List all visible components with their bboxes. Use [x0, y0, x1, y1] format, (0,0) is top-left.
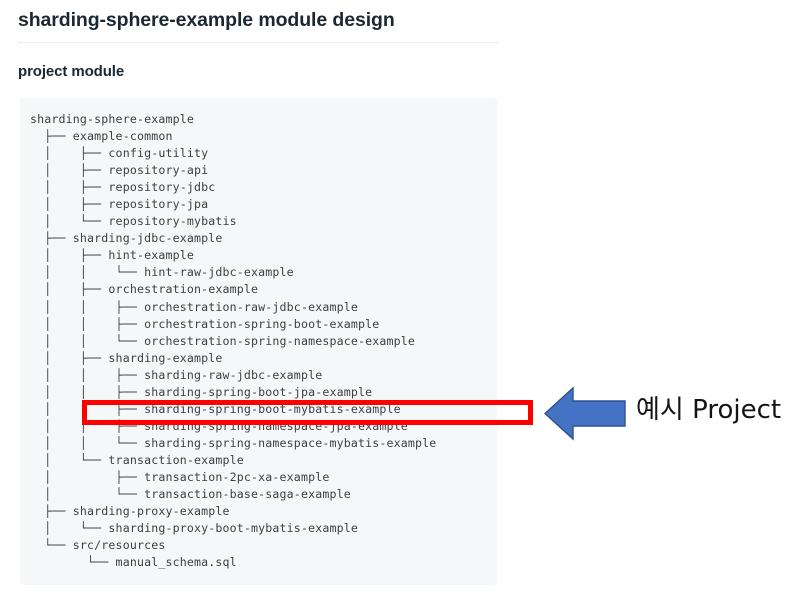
- annotation-label: 예시 Project: [636, 395, 782, 425]
- section-title: project module: [18, 63, 125, 80]
- left-arrow-icon: [543, 385, 627, 442]
- title-divider: [18, 42, 498, 43]
- page-title: sharding-sphere-example module design: [18, 9, 395, 31]
- project-module-tree-panel: sharding-sphere-example ├── example-comm…: [20, 98, 497, 585]
- module-tree-text: sharding-sphere-example ├── example-comm…: [30, 112, 437, 570]
